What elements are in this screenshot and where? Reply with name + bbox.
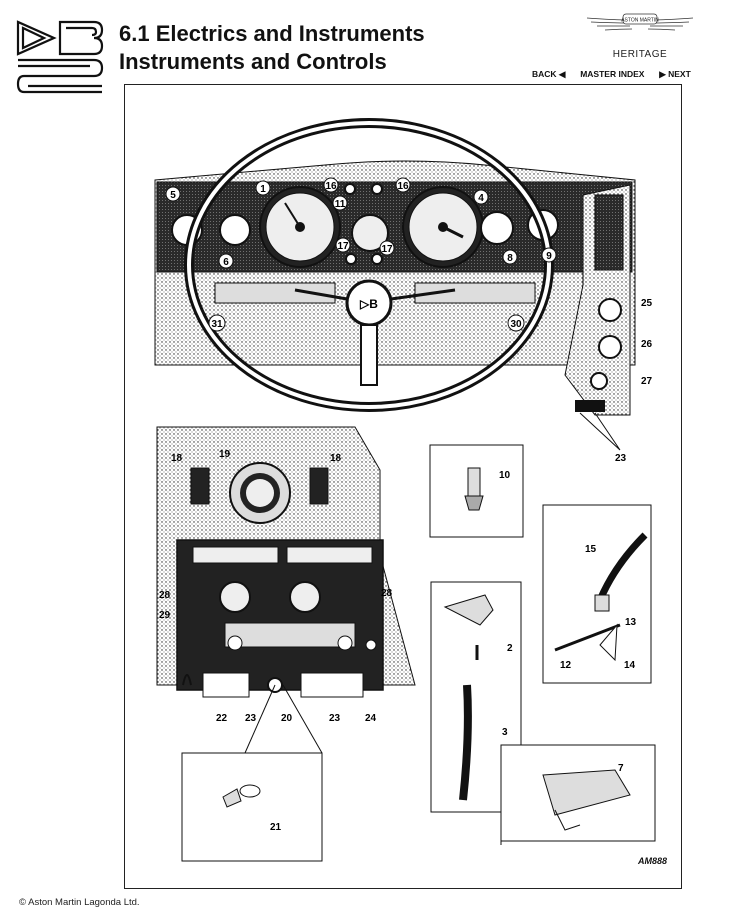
svg-text:4: 4 [478,193,484,204]
callout-7: 7 [618,763,624,774]
callout-19: 19 [219,449,231,460]
brand-wings-text: ASTON MARTIN [621,18,659,24]
instrument-panel-illustration: ▷B [154,118,656,862]
callout-23-top: 23 [615,453,627,464]
part-10-box [429,444,524,538]
svg-text:23: 23 [615,453,627,464]
part-15-box [542,504,652,684]
copyright: © Aston Martin Lagonda Ltd. [19,897,140,908]
title-line-2: Instruments and Controls [119,49,387,74]
part-2-3-box [430,581,522,813]
callout-27: 27 [641,376,653,387]
back-link[interactable]: BACK ◀ [532,69,566,79]
svg-text:12: 12 [560,660,572,671]
callout-2: 2 [507,643,513,654]
svg-text:18: 18 [171,453,183,464]
callout-23b: 23 [329,713,341,724]
callout-18b: 18 [330,453,342,464]
svg-text:13: 13 [625,617,637,628]
master-index-link[interactable]: MASTER INDEX [580,69,645,79]
figure-reference: AM888 [637,856,667,866]
callout-4: 4 [473,189,489,205]
svg-text:3: 3 [502,727,508,738]
callout-14: 14 [624,660,636,671]
svg-text:20: 20 [281,713,293,724]
callout-11: 11 [332,195,348,211]
svg-text:10: 10 [499,470,511,481]
svg-text:18: 18 [330,453,342,464]
callout-24: 24 [365,713,377,724]
svg-text:15: 15 [585,544,597,555]
callout-15: 15 [585,544,597,555]
page-title: 6.1 Electrics and Instruments Instrument… [119,20,425,76]
svg-text:31: 31 [211,319,223,330]
svg-text:11: 11 [335,199,346,210]
svg-text:1: 1 [260,184,266,195]
illustration-frame: ▷B [124,84,682,889]
svg-text:21: 21 [270,822,282,833]
svg-text:23: 23 [329,713,341,724]
svg-text:25: 25 [641,298,653,309]
svg-text:8: 8 [507,253,513,264]
aston-martin-wings-logo: ASTON MARTIN [586,13,694,31]
callout-20: 20 [281,713,293,724]
callout-23a: 23 [245,713,257,724]
callout-labels: 1 16 16 4 5 11 17 17 6 8 9 31 30 25 26 2… [159,177,653,833]
svg-text:28: 28 [381,588,393,599]
callout-6: 6 [218,253,234,269]
svg-text:26: 26 [641,339,653,350]
svg-text:9: 9 [546,251,552,262]
svg-text:16: 16 [397,181,409,192]
heritage-label: HERITAGE [612,49,668,60]
callout-31: 31 [208,314,226,332]
callout-8: 8 [502,249,518,265]
svg-text:29: 29 [159,610,171,621]
svg-text:24: 24 [365,713,377,724]
svg-text:28: 28 [159,590,171,601]
svg-text:17: 17 [381,244,393,255]
centre-console-drawing [156,426,416,698]
callout-3: 3 [502,727,508,738]
callout-28b: 28 [381,588,393,599]
page-navigation: BACK ◀ MASTER INDEX ▶ NEXT [532,69,691,80]
dashboard-drawing: ▷B [154,118,636,416]
callout-30: 30 [507,314,525,332]
callout-13: 13 [625,617,637,628]
svg-text:14: 14 [624,660,636,671]
svg-text:17: 17 [337,241,349,252]
svg-text:23: 23 [245,713,257,724]
svg-text:27: 27 [641,376,653,387]
svg-text:6: 6 [223,257,229,268]
callout-18a: 18 [171,453,183,464]
dbs-logo [16,20,104,94]
callout-10: 10 [499,470,511,481]
callout-22: 22 [216,713,228,724]
title-line-1: 6.1 Electrics and Instruments [119,21,425,46]
aston-martin-brand: ASTON MARTIN HERITAGE [585,8,695,60]
svg-text:2: 2 [507,643,513,654]
callout-17a: 17 [335,237,351,253]
svg-text:22: 22 [216,713,228,724]
callout-28a: 28 [159,590,171,601]
svg-text:7: 7 [618,763,624,774]
callout-16b: 16 [395,177,411,193]
callout-21: 21 [270,822,282,833]
callout-1: 1 [255,180,271,196]
svg-text:5: 5 [170,190,176,201]
callout-26: 26 [641,339,653,350]
next-link[interactable]: ▶ NEXT [659,69,691,79]
callout-12: 12 [560,660,572,671]
part-7-box [500,744,656,842]
svg-text:19: 19 [219,449,231,460]
callout-5: 5 [165,186,181,202]
svg-text:▷B: ▷B [359,297,378,311]
svg-text:16: 16 [325,181,337,192]
callout-25: 25 [641,298,653,309]
callout-17b: 17 [379,240,395,256]
callout-29: 29 [159,610,171,621]
callout-9: 9 [541,247,557,263]
part-21-box [181,752,323,862]
svg-text:30: 30 [510,319,522,330]
callout-16a: 16 [323,177,339,193]
